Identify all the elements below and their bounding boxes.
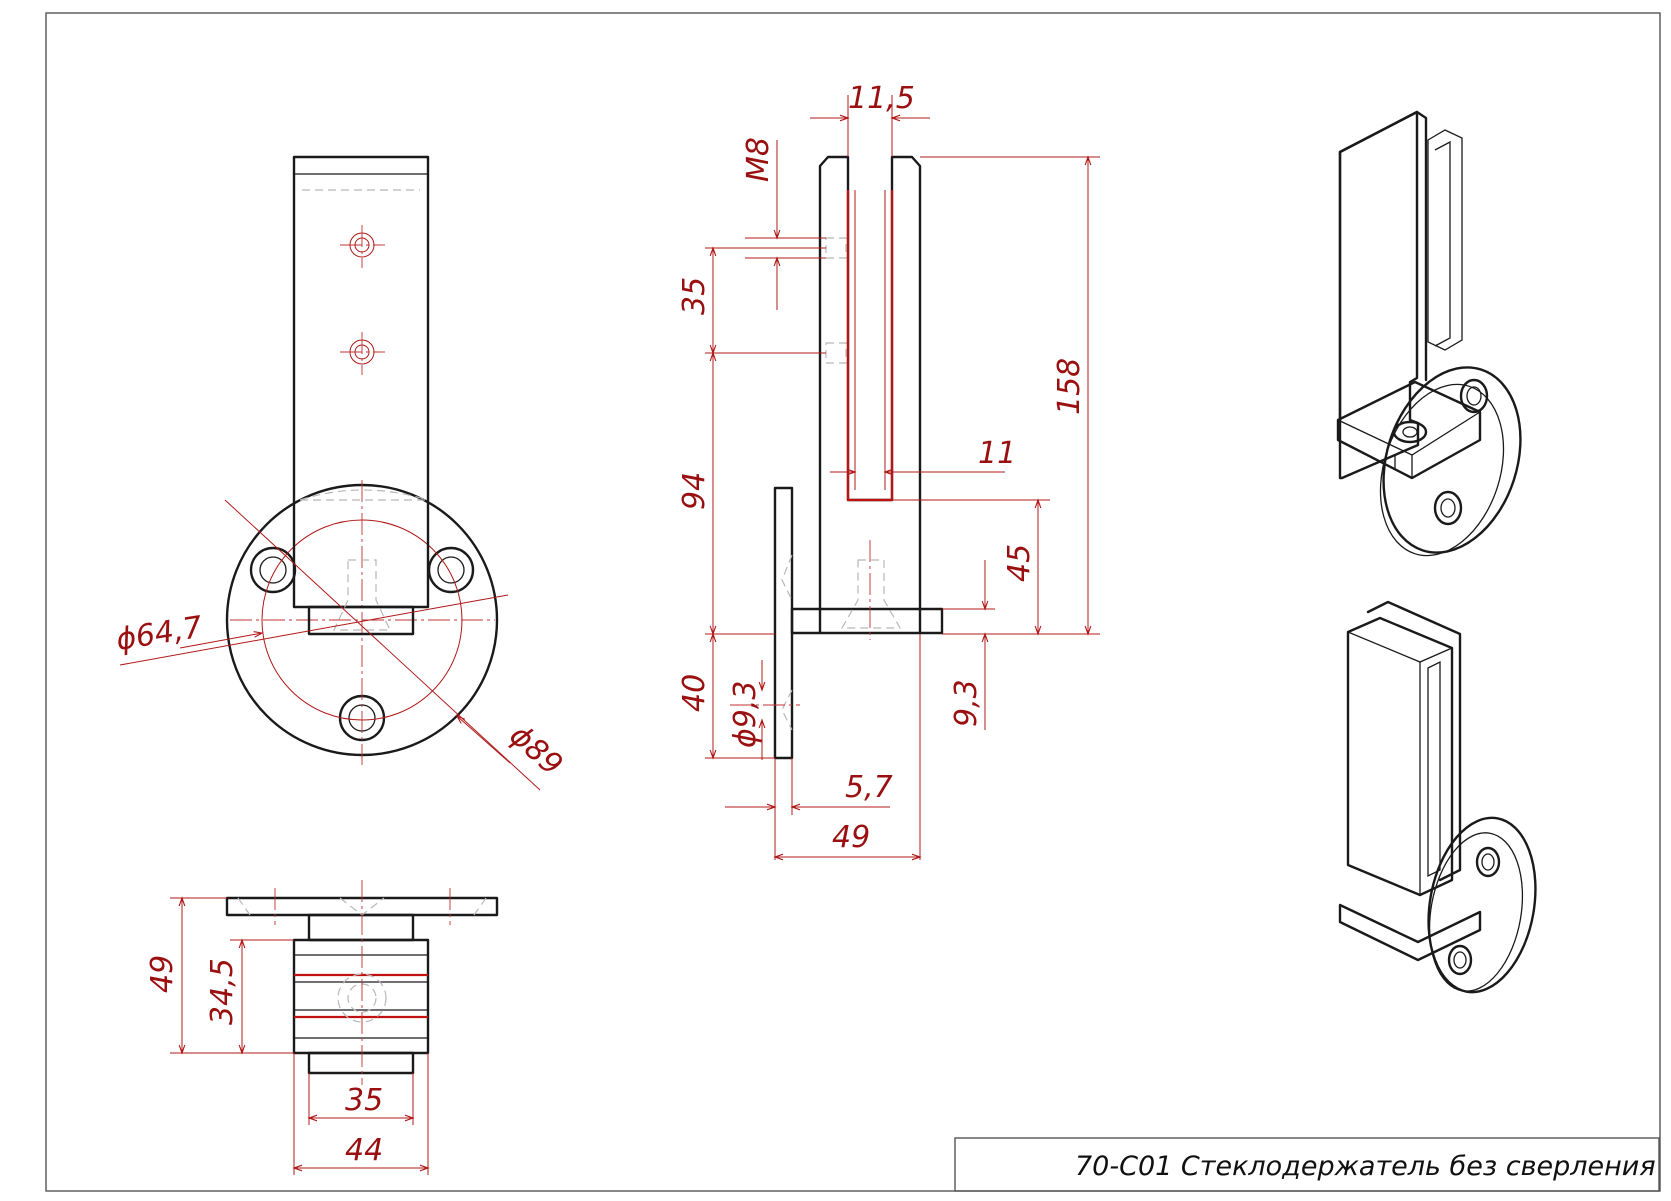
title-text: 70-C01 Стеклодержатель без сверления [1075, 1151, 1656, 1182]
dim-35-bottom: 35 [345, 1083, 383, 1118]
dim-d64-7: ϕ64,7 [114, 610, 205, 658]
dim-94: 94 [677, 472, 712, 510]
dim-35-side: 35 [677, 277, 712, 315]
drawing-frame [45, 12, 1661, 1192]
isometric-view-bottom [1338, 600, 1537, 994]
dim-m8: M8 [741, 137, 776, 182]
isometric-view-top [1336, 110, 1522, 557]
front-view [119, 155, 541, 791]
dim-9-3: 9,3 [949, 679, 984, 727]
dim-11: 11 [978, 436, 1016, 471]
bottom-view [170, 880, 499, 1175]
dim-40: 40 [677, 674, 712, 712]
dim-49-side: 49 [832, 820, 870, 855]
dim-11-5: 11,5 [848, 81, 915, 116]
dim-45: 45 [1002, 544, 1037, 582]
dim-5-7: 5,7 [845, 770, 893, 805]
dim-49-bottom: 49 [145, 955, 180, 993]
dim-d9-3: ϕ9,3 [728, 681, 763, 749]
title-block: 70-C01 Стеклодержатель без сверления [954, 1137, 1660, 1192]
dim-44: 44 [345, 1133, 383, 1168]
dim-34-5: 34,5 [205, 958, 240, 1025]
dim-d89: ϕ89 [503, 718, 569, 783]
side-view [705, 95, 1100, 861]
dim-158: 158 [1052, 358, 1087, 415]
